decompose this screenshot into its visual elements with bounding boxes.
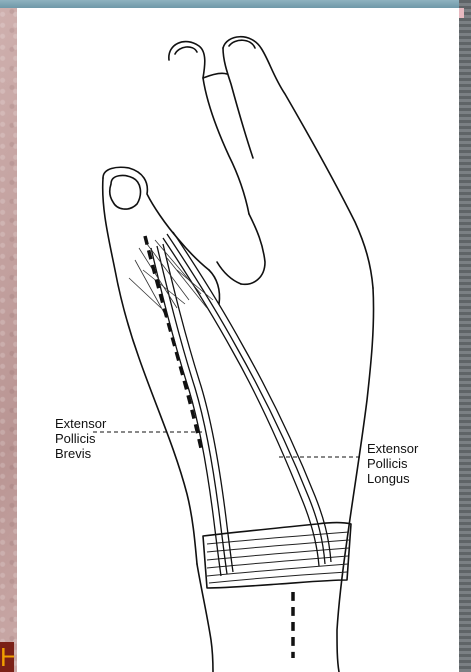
anatomy-figure-panel: Extensor Pollicis Brevis Extensor Pollic… xyxy=(17,8,459,672)
extensor-retinaculum xyxy=(203,523,351,589)
label-line: Brevis xyxy=(55,446,106,461)
label-line: Extensor xyxy=(367,441,418,456)
index-finger-outline xyxy=(169,42,249,214)
thumb-outline xyxy=(103,167,209,270)
corner-marker xyxy=(459,8,464,18)
finger-nail xyxy=(175,47,197,54)
finger-nail xyxy=(229,40,255,48)
middle-finger-outline xyxy=(223,37,373,288)
label-line: Pollicis xyxy=(367,456,418,471)
label-line: Extensor xyxy=(55,416,106,431)
thumbnail xyxy=(110,176,141,210)
label-line: Longus xyxy=(367,471,418,486)
label-line: Pollicis xyxy=(55,431,106,446)
label-extensor-pollicis-brevis: Extensor Pollicis Brevis xyxy=(55,416,106,461)
slide-accent-letter: H xyxy=(0,642,14,672)
hand-tendon-illustration xyxy=(17,8,459,672)
label-extensor-pollicis-longus: Extensor Pollicis Longus xyxy=(367,441,418,486)
top-border-strip xyxy=(0,0,471,8)
right-border-strip xyxy=(459,0,471,672)
